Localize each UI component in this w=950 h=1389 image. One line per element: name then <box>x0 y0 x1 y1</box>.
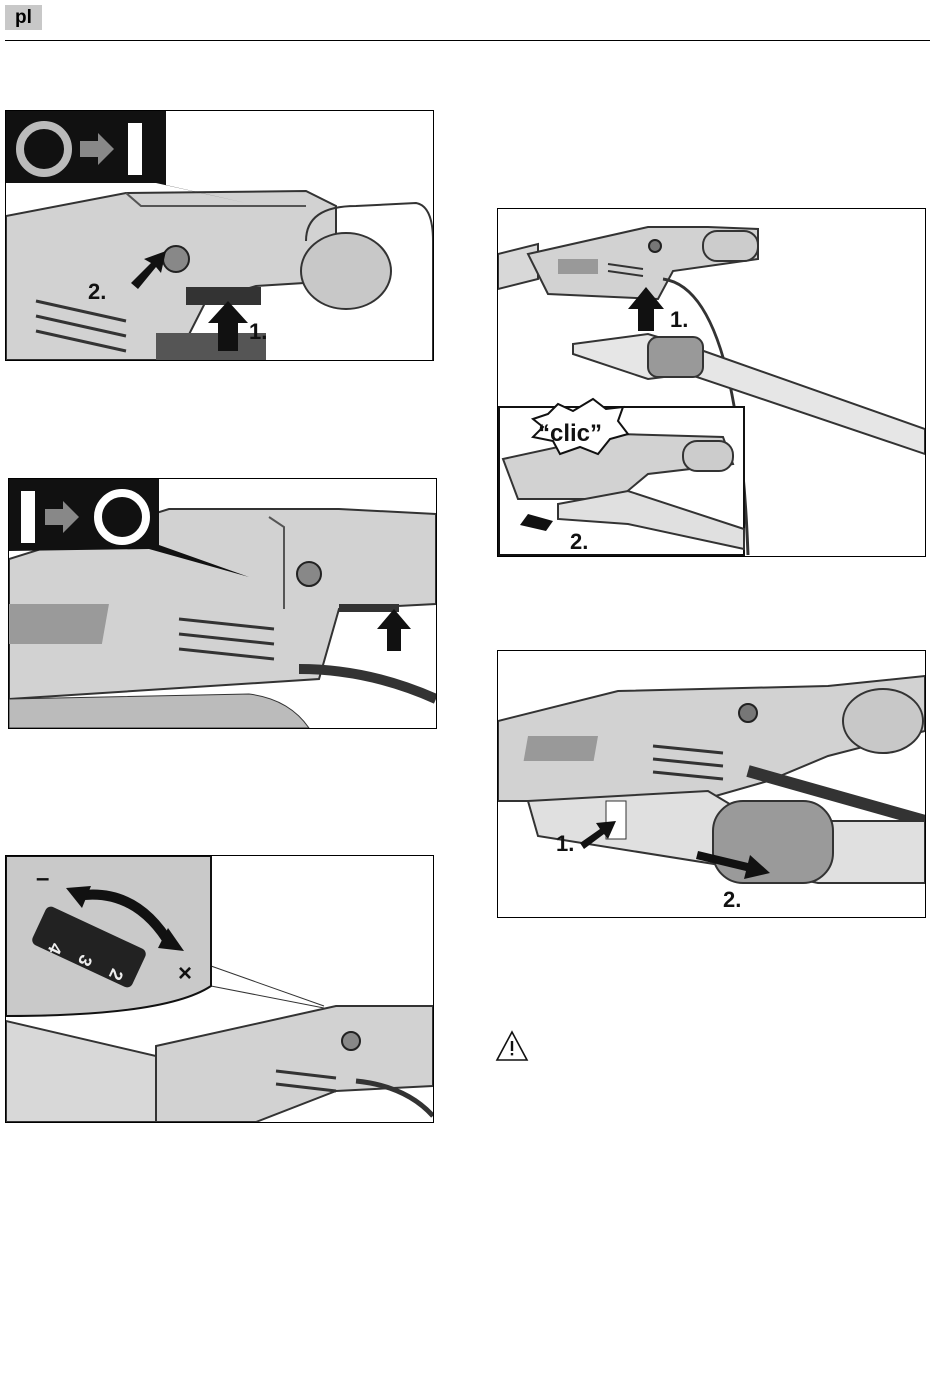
language-tag: pl <box>5 5 42 30</box>
figure-switch-off <box>8 478 437 729</box>
header-rule <box>5 40 930 41</box>
step-1-label: 1. <box>249 319 267 344</box>
step-1-label: 1. <box>556 831 574 856</box>
figure-detach-pole: 1. 2. <box>497 650 926 918</box>
step-1-label: 1. <box>670 307 688 332</box>
figure-attach-pole: 1. “clic” 2. <box>497 208 926 557</box>
figure-switch-on: 2. 1. <box>5 110 434 361</box>
minus-symbol: – <box>36 865 49 892</box>
step-2-label: 2. <box>88 279 106 304</box>
warning-icon <box>495 1030 529 1062</box>
step-2-label: 2. <box>570 529 588 554</box>
clic-label: “clic” <box>538 420 602 447</box>
on-symbol-icon <box>21 491 35 543</box>
on-symbol-icon <box>128 123 142 175</box>
figure-speed-dial: 4 3 2 – × <box>5 855 434 1123</box>
step-2-label: 2. <box>723 887 741 912</box>
plus-symbol: × <box>178 960 192 987</box>
